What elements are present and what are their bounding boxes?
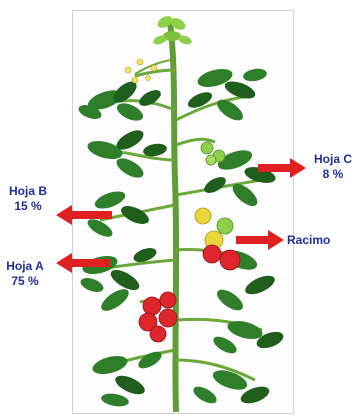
leaf-cluster-mid-left bbox=[85, 126, 168, 240]
leaf-cluster-bottom bbox=[91, 348, 272, 408]
racimo-tomato-cluster bbox=[195, 208, 240, 270]
red-tomato-cluster bbox=[139, 292, 177, 342]
label-hoja-c: Hoja C 8 % bbox=[312, 152, 354, 182]
label-racimo-name: Racimo bbox=[287, 233, 347, 248]
label-hoja-a: Hoja A 75 % bbox=[4, 259, 46, 289]
label-hoja-b-name: Hoja B bbox=[6, 184, 50, 199]
label-racimo: Racimo bbox=[287, 233, 347, 248]
arrow-racimo bbox=[236, 230, 284, 250]
label-hoja-a-name: Hoja A bbox=[4, 259, 46, 274]
green-tomato-cluster bbox=[201, 142, 225, 165]
label-hoja-c-value: 8 % bbox=[312, 167, 354, 182]
leaf-cluster-top-right bbox=[186, 66, 268, 125]
main-stem bbox=[170, 22, 176, 412]
label-hoja-a-value: 75 % bbox=[4, 274, 46, 289]
label-hoja-b: Hoja B 15 % bbox=[6, 184, 50, 214]
leaf-cluster-top-left bbox=[77, 78, 164, 125]
label-hoja-b-value: 15 % bbox=[6, 199, 50, 214]
label-hoja-c-name: Hoja C bbox=[312, 152, 354, 167]
